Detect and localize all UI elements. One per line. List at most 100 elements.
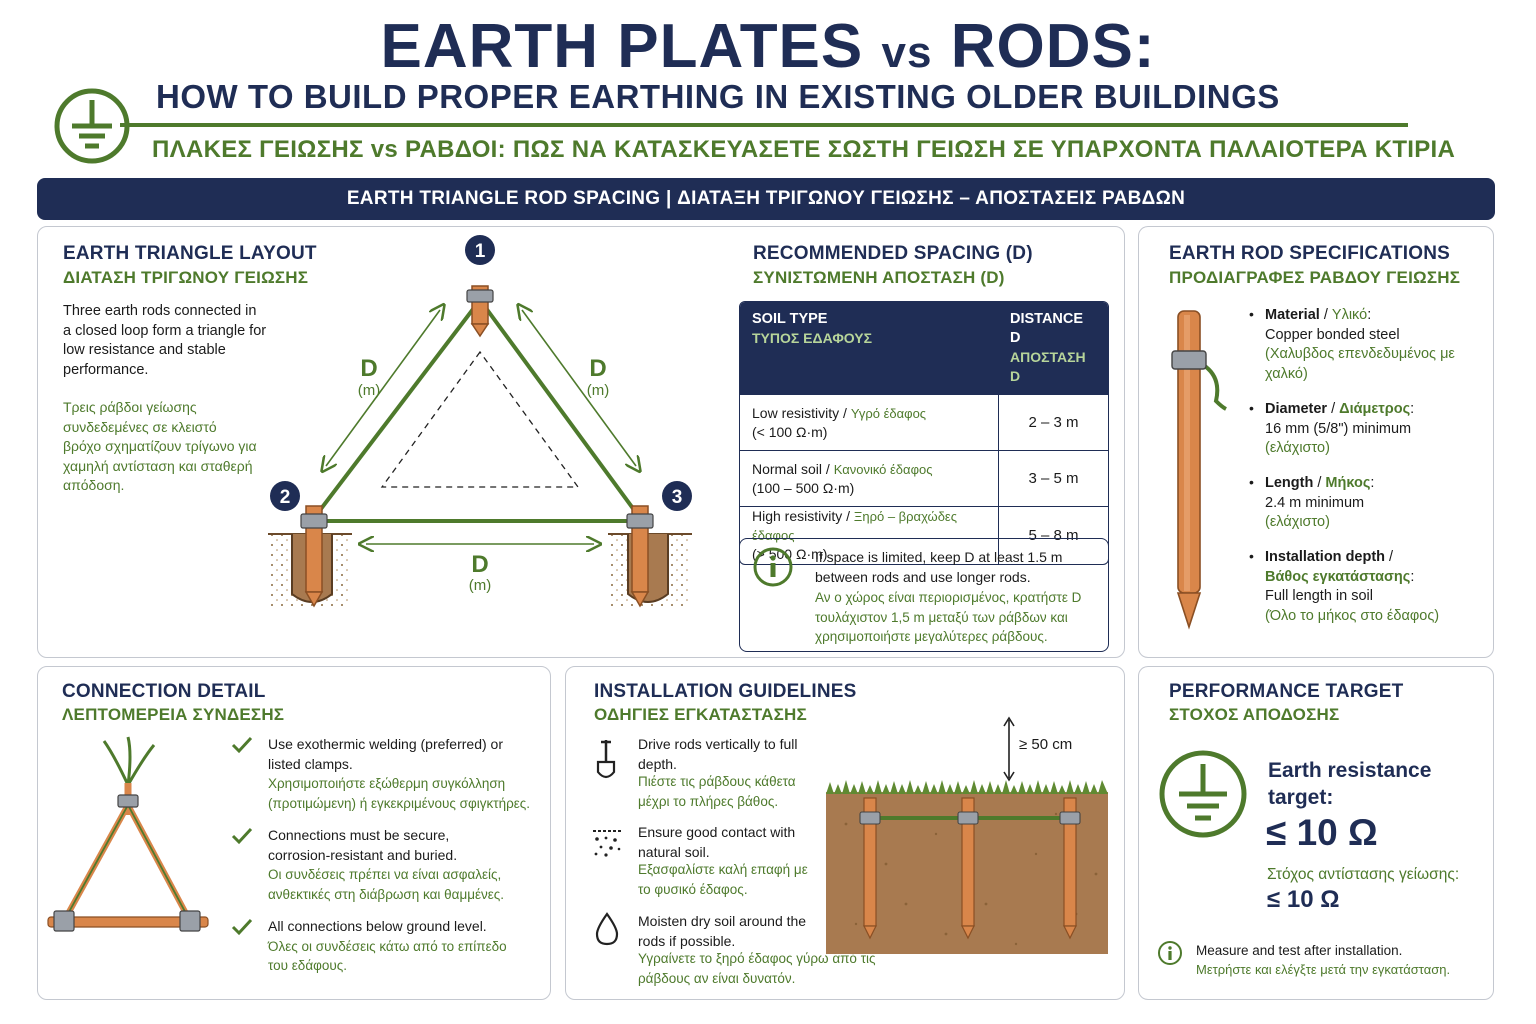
d-arrow-right (522, 310, 636, 466)
spec-value-greek: (Χαλυβδος επενδεδυμένος με χαλκό) (1265, 346, 1455, 382)
connection-panel (37, 666, 551, 1000)
triangle-title-greek: ΔΙΑΤΑΣΗ ΤΡΙΓΩΝΟΥ ΓΕΙΩΣΗΣ (63, 268, 309, 287)
page-subtitle-greek: ΠΛΑΚΕΣ ΓΕΙΩΣΗΣ vs ΡΑΒΔΟΙ: ΠΩΣ ΝΑ ΚΑΤΑΣΚΕ… (152, 136, 1456, 163)
spec-label: Diameter (1265, 401, 1328, 417)
spacing-note: If space is limited, keep D at least 1.5… (815, 549, 1063, 585)
spec-value-greek: (ελάχιστο) (1265, 514, 1330, 530)
wire-1-2 (312, 298, 482, 520)
spec-value: 16 mm (5/8") minimum (1265, 420, 1412, 437)
col-soil-type: SOIL TYPE ΤΥΠΟΣ ΕΔΑΦΟΥΣ (740, 302, 998, 394)
distance-cell: 5 – 8 m (998, 506, 1108, 564)
shovel-icon (596, 740, 616, 779)
dashed-triangle (380, 350, 580, 488)
table-row: High resistivity / Ξηρό – βραχώδες έδαφο… (740, 506, 1108, 564)
specs-title-greek: ΠΡΟΔΙΑΓΡΑΦΕΣ ΡΑΒΔΟΥ ΓΕΙΩΣΗΣ (1169, 268, 1461, 287)
col-distance: DISTANCE D ΑΠΟΣΤΑΣΗ D (998, 302, 1108, 394)
specs-title: EARTH ROD SPECIFICATIONS (1169, 243, 1451, 264)
connection-item: All connections below ground level. Όλες… (230, 917, 538, 976)
performance-note-greek: Μετρήστε και ελέγξτε μετά την εγκατάστασ… (1196, 962, 1451, 977)
title-vs: vs (881, 28, 933, 77)
page-subtitle: HOW TO BUILD PROPER EARTHING IN EXISTING… (156, 78, 1280, 115)
install-text-greek: Εξασφαλίστε καλή επαφή με το φυσικό έδαφ… (638, 862, 808, 897)
spacing-table-header: SOIL TYPE ΤΥΠΟΣ ΕΔΑΦΟΥΣ DISTANCE D ΑΠΟΣΤ… (740, 302, 1108, 394)
table-row: Low resistivity / Υγρό έδαφος (< 100 Ω·m… (740, 394, 1108, 450)
col-soil-label-greek: ΤΥΠΟΣ ΕΔΑΦΟΥΣ (752, 330, 873, 346)
d-label-left: D (360, 355, 377, 382)
connection-text-greek: Χρησιμοποιήστε εξώθερμη συγκόλληση (προτ… (268, 776, 531, 811)
distance-cell: 3 – 5 m (998, 450, 1108, 506)
spec-label: Installation depth (1265, 549, 1386, 565)
rod-3-badge (662, 481, 692, 511)
soil-name: Low resistivity (752, 404, 840, 421)
d-label-bottom: D (471, 551, 488, 578)
triangle-title: EARTH TRIANGLE LAYOUT (63, 243, 317, 264)
rod-3-number: 3 (672, 487, 683, 508)
checkmark-icon (231, 736, 253, 754)
spec-material: • Material / Υλικό: Copper bonded steel … (1249, 306, 1455, 382)
d-unit-bottom: (m) (469, 577, 492, 594)
connection-diagram (47, 736, 209, 932)
performance-note: Measure and test after installation. (1196, 943, 1403, 958)
checkmark-icon (231, 827, 253, 845)
rod-1-badge (465, 235, 495, 265)
spec-installation-depth: • Installation depth / Βάθος εγκατάσταση… (1249, 548, 1440, 624)
bullet: • (1249, 306, 1254, 322)
connection-title-greek: ΛΕΠΤΟΜΕΡΕΙΑ ΣΥΝΔΕΣΗΣ (62, 705, 285, 724)
earth-symbol-icon (1159, 750, 1247, 838)
spec-value-greek: (Όλο το μήκος στο έδαφος) (1265, 607, 1440, 624)
left-clamp (53, 910, 75, 932)
spec-label-greek: Υλικό (1331, 307, 1368, 323)
right-clamp (179, 910, 201, 932)
installation-title: INSTALLATION GUIDELINES (594, 681, 857, 702)
spacing-table: SOIL TYPE ΤΥΠΟΣ ΕΔΑΦΟΥΣ DISTANCE D ΑΠΟΣΤ… (739, 301, 1109, 565)
title-part2: RODS: (950, 12, 1156, 81)
target-value-greek: ≤ 10 Ω (1267, 886, 1340, 913)
d-arrow-left (326, 310, 440, 466)
install-text: Moisten dry soil around the rods if poss… (638, 913, 807, 949)
connection-title: CONNECTION DETAIL (62, 681, 266, 702)
top-clamp (117, 794, 139, 808)
info-icon (753, 547, 793, 587)
checkmark-icon (231, 918, 253, 936)
soil-name: Normal soil (752, 460, 823, 477)
soil-name: High resistivity (752, 508, 843, 524)
earth-rod-illustration (1171, 310, 1227, 630)
triangle-diagram: 1 2 3 D (m) D (m) D (m) (268, 235, 692, 608)
soil-name-greek: Υγρό έδαφος (850, 405, 927, 421)
soil-cell: Normal soil / Κανονικό έδαφος (100 – 500… (740, 450, 998, 506)
rod-clamp (1171, 350, 1207, 370)
installation-title-greek: ΟΔΗΓΙΕΣ ΕΓΚΑΤΑΣΤΑΣΗΣ (594, 705, 807, 724)
install-text-greek: Υγραίνετε το ξηρό έδαφος γύρω από τις ρά… (638, 951, 876, 986)
bullet: • (1249, 400, 1254, 416)
info-icon (1158, 941, 1182, 965)
grass (826, 780, 1108, 794)
bullet: • (1249, 548, 1254, 564)
rod-2-badge (270, 481, 300, 511)
title-part1: EARTH PLATES (380, 12, 864, 81)
install-text: Ensure good contact with natural soil. (638, 824, 796, 860)
spec-label: Length (1265, 475, 1314, 491)
soil-cell: Low resistivity / Υγρό έδαφος (< 100 Ω·m… (740, 394, 998, 450)
water-drop-icon (595, 912, 619, 946)
soil-name-greek: Ξηρό – βραχώδες έδαφος (752, 509, 957, 543)
spacing-note-greek: Αν ο χώρος είναι περιορισμένος, κρατήστε… (815, 590, 1082, 644)
earth-ground-icon (54, 88, 130, 164)
connection-item: Connections must be secure, corrosion-re… (230, 826, 538, 904)
spec-label-greek: Βάθος εγκατάστασης (1265, 568, 1411, 585)
soil-range: (< 100 Ω·m) (752, 423, 828, 440)
rod-1-clamp (466, 289, 494, 303)
col-distance-label: DISTANCE D (1010, 311, 1084, 346)
soil-icon (593, 830, 621, 857)
spacing-note-box (739, 538, 1109, 652)
rod-2-clamp (300, 513, 328, 529)
spec-value-greek: (ελάχιστο) (1265, 440, 1330, 456)
spec-value: 2.4 m minimum (1265, 494, 1365, 511)
spec-length: • Length / Μήκος: 2.4 m minimum (ελάχιστ… (1249, 474, 1375, 530)
spec-value: Full length in soil (1265, 588, 1373, 604)
col-distance-label-greek: ΑΠΟΣΤΑΣΗ D (1010, 349, 1086, 384)
triangle-description-greek: Τρεις ράβδοι γείωσης συνδεδεμένες σε κλε… (63, 399, 257, 493)
install-text-greek: Πιέστε τις ράβδους κάθετα μέχρι το πλήρε… (638, 774, 796, 809)
spec-label-greek: Διάμετρος (1339, 401, 1411, 417)
target-label-greek: Στόχος αντίστασης γείωσης: (1267, 866, 1460, 883)
section-banner: EARTH TRIANGLE ROD SPACING | ΔΙΑΤΑΞΗ ΤΡΙ… (37, 178, 1495, 220)
